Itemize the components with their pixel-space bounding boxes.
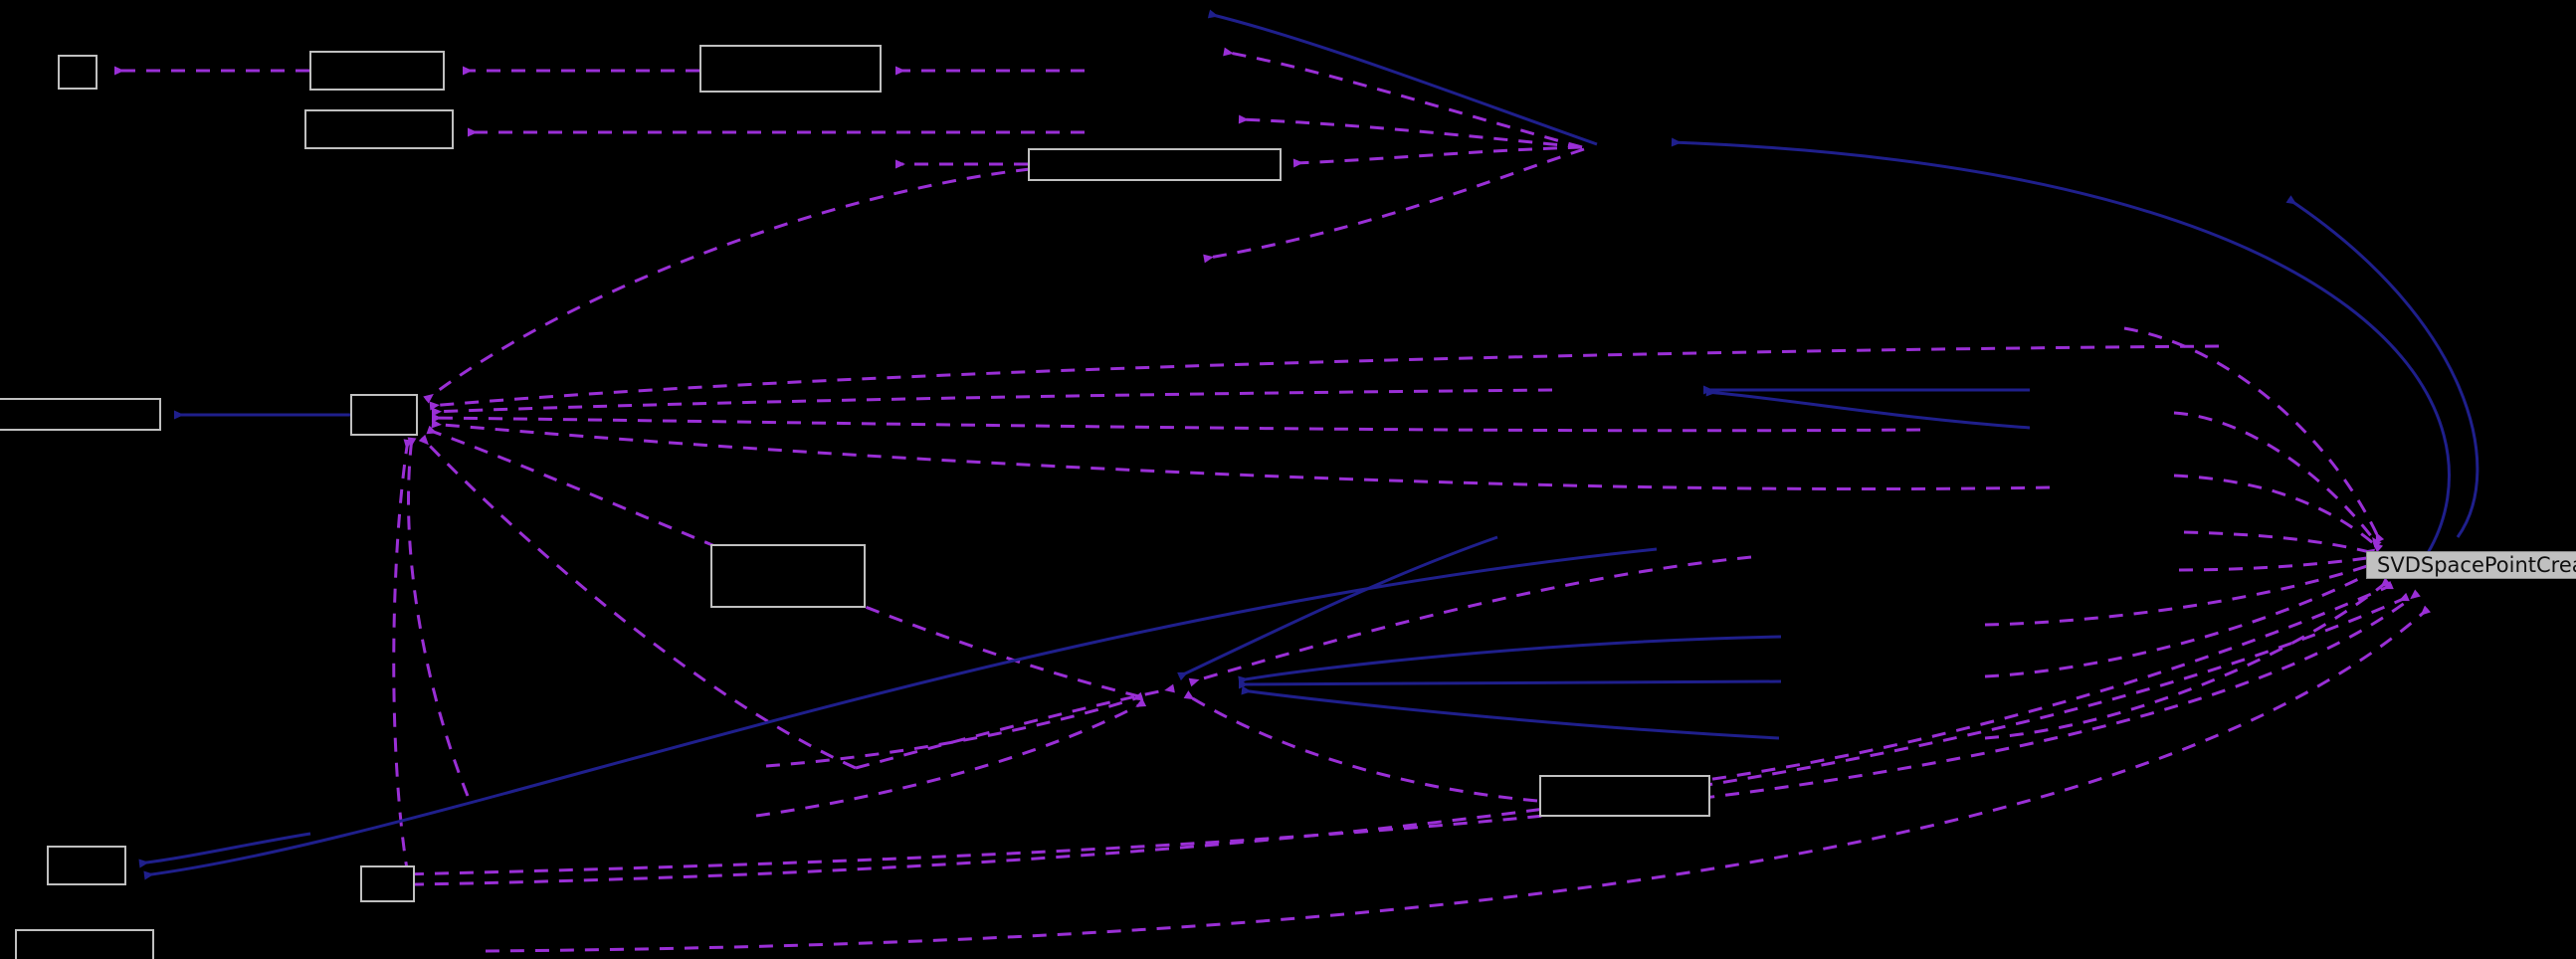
node-box-2[interactable]	[309, 51, 445, 91]
dashed-usage-edges	[114, 47, 2432, 953]
node-box-11[interactable]	[15, 929, 154, 959]
node-box-5[interactable]	[1028, 148, 1282, 181]
node-box-10[interactable]	[360, 865, 415, 902]
focus-node-svdspacepointcreatormodule[interactable]: SVDSpacePointCreatorModule	[2366, 551, 2576, 579]
node-box-8[interactable]	[1539, 775, 1710, 817]
node-box-6[interactable]	[0, 398, 161, 431]
solid-inheritance-edges	[138, 9, 2479, 880]
node-box-9[interactable]	[47, 846, 126, 885]
node-box-4[interactable]	[699, 45, 882, 93]
node-box-7[interactable]	[710, 544, 866, 608]
node-box-1[interactable]	[58, 55, 98, 90]
node-box-hub[interactable]	[350, 394, 418, 436]
node-box-3[interactable]	[304, 109, 454, 149]
